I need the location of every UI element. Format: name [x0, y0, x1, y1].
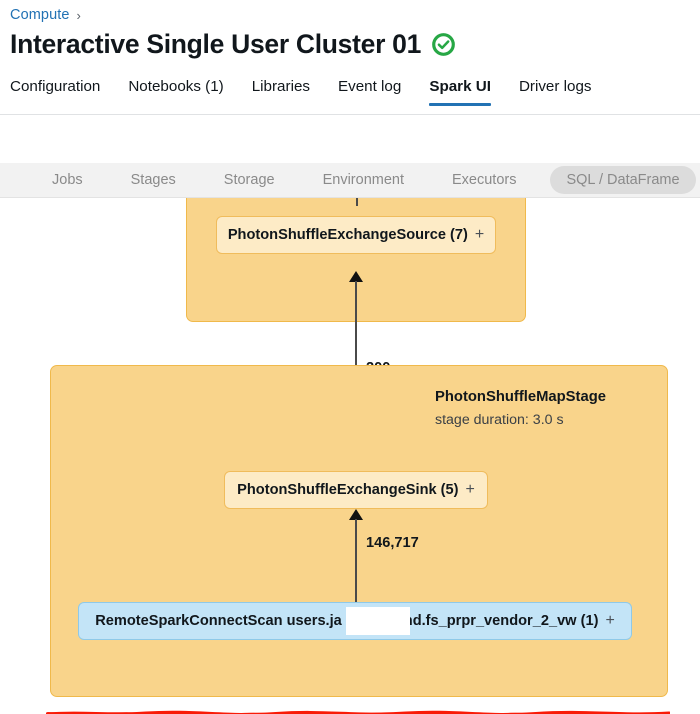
edge-arrowhead-200	[349, 271, 363, 282]
node-label: PhotonShuffleExchangeSink (5)	[237, 482, 459, 498]
spark-tab-stages[interactable]: Stages	[130, 172, 176, 188]
stage-container-photon-shuffle-map-stage[interactable]	[50, 365, 668, 697]
edge-line-146717	[355, 519, 357, 605]
page-title: Interactive Single User Cluster 01	[10, 29, 422, 59]
node-expand-plus-icon[interactable]: +	[465, 481, 475, 498]
tab-configuration[interactable]: Configuration	[10, 78, 101, 95]
red-annotation-line	[44, 706, 673, 714]
redaction-box	[346, 607, 410, 635]
node-expand-plus-icon[interactable]: +	[605, 612, 615, 629]
node-photon-shuffle-exchange-source[interactable]: PhotonShuffleExchangeSource (7) +	[216, 216, 496, 254]
edge-arrowhead-146717	[349, 509, 363, 520]
breadcrumb-link-compute[interactable]: Compute	[10, 7, 70, 23]
breadcrumb-separator-icon: ›	[76, 7, 81, 23]
tab-libraries[interactable]: Libraries	[251, 78, 310, 95]
header-divider	[0, 114, 700, 115]
node-label-suffix: nd.fs_prpr_vendor_2_vw (1)	[403, 613, 599, 629]
spark-tab-bar: Jobs Stages Storage Environment Executor…	[0, 163, 700, 198]
node-label-prefix: RemoteSparkConnectScan users.ja	[95, 613, 342, 629]
tab-driver-logs[interactable]: Driver logs	[518, 78, 592, 95]
tab-notebooks[interactable]: Notebooks (1)	[128, 78, 224, 95]
spark-tab-executors[interactable]: Executors	[452, 172, 517, 188]
spark-tab-jobs[interactable]: Jobs	[52, 172, 83, 188]
query-plan-graph[interactable]: PhotonShuffleExchangeSource (7) + 200 Ph…	[0, 198, 700, 714]
stage-title-photon-shuffle-map-stage: PhotonShuffleMapStage	[435, 389, 606, 405]
page-title-row: Interactive Single User Cluster 01	[10, 29, 455, 59]
edge-line-into-top-stage	[356, 198, 358, 206]
primary-tab-bar: Configuration Notebooks (1) Libraries Ev…	[0, 78, 700, 112]
node-photon-shuffle-exchange-sink[interactable]: PhotonShuffleExchangeSink (5) +	[224, 471, 488, 509]
node-label: PhotonShuffleExchangeSource (7)	[227, 227, 468, 243]
stage-duration-photon-shuffle-map-stage: stage duration: 3.0 s	[435, 412, 564, 428]
tab-event-log[interactable]: Event log	[337, 78, 402, 95]
spark-tab-sql-dataframe[interactable]: SQL / DataFrame	[550, 166, 696, 194]
edge-label-146717: 146,717	[366, 535, 419, 551]
spark-tab-environment[interactable]: Environment	[322, 172, 404, 188]
breadcrumb: Compute ›	[10, 7, 81, 23]
spark-tab-storage[interactable]: Storage	[223, 172, 275, 188]
node-expand-plus-icon[interactable]: +	[474, 226, 485, 243]
green-check-circle-icon	[432, 33, 455, 56]
tab-spark-ui[interactable]: Spark UI	[429, 78, 505, 106]
